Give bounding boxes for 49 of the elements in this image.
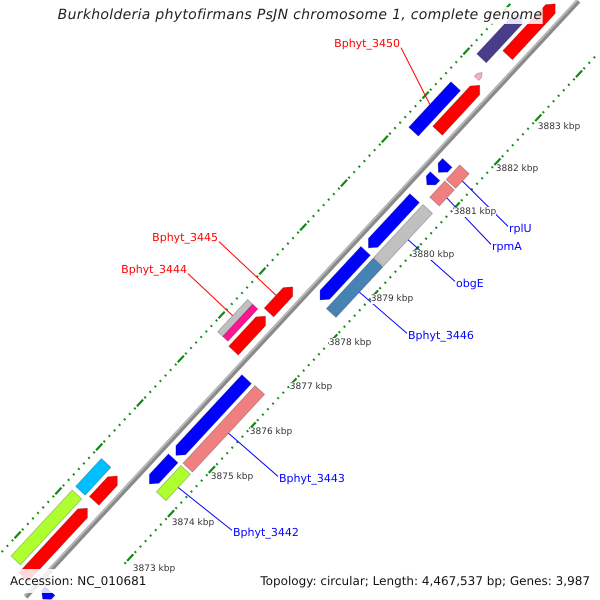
scale-label: 3883 kbp (538, 122, 580, 132)
gene-feature (320, 246, 371, 300)
gene-label: obgE (456, 277, 484, 291)
leader-line (358, 292, 408, 334)
gene-feature (176, 374, 252, 456)
scale-label: 3879 kbp (370, 294, 414, 304)
leader-line (462, 180, 508, 227)
gene-label: Bphyt_3450 (334, 37, 400, 51)
gene-label: Bphyt_3445 (152, 231, 218, 245)
gene-label: Bphyt_3442 (233, 526, 299, 540)
info-text: Topology: circular; Length: 4,467,537 bp; Genes: 3,987 (260, 574, 590, 588)
scale-label: 3882 kbp (496, 164, 538, 174)
gene-block (446, 164, 470, 189)
gene-block (408, 81, 462, 137)
gene-label: Bphyt_3443 (279, 472, 345, 486)
gene-label: rpmA (492, 240, 522, 254)
gene-feature (264, 286, 294, 318)
gene-label: Bphyt_3444 (121, 263, 187, 277)
scale-label: 3881 kbp (454, 206, 496, 218)
scale-label: 3875 kbp (210, 472, 254, 482)
scale-label: 3873 kbp (132, 564, 176, 574)
gene-block (156, 464, 191, 502)
gene-label: rplU (509, 222, 532, 236)
gene-feature (438, 158, 453, 173)
leader-line (178, 487, 232, 531)
leader-line (228, 432, 278, 477)
info-text: Accession: NC_010681 (10, 574, 146, 588)
leader-line (188, 273, 234, 316)
leader-line (400, 47, 430, 105)
gene-label: Bphyt_3446 (408, 329, 474, 343)
gene-block (10, 490, 82, 566)
gene-feature (474, 72, 483, 81)
leader-line (218, 241, 277, 296)
gene-block (373, 204, 434, 267)
scale-label: 3880 kbp (412, 250, 454, 260)
scale-label: 3876 kbp (250, 426, 292, 438)
gene-feature (426, 171, 440, 186)
scale-label: 3878 kbp (328, 338, 372, 348)
gene-feature (149, 453, 179, 484)
gene-feature (368, 193, 420, 248)
gene-block (429, 180, 455, 207)
diagram-title: Burkholderia phytofirmans PsJN chromosome 1, complete genome (58, 7, 542, 24)
gene-feature (432, 84, 480, 136)
gene-feature (88, 476, 118, 506)
gene-block (75, 458, 112, 496)
gene-block (217, 298, 258, 342)
scale-label: 3877 kbp (290, 382, 332, 392)
gene-feature (228, 316, 266, 356)
scale-label: 3874 kbp (172, 518, 214, 528)
